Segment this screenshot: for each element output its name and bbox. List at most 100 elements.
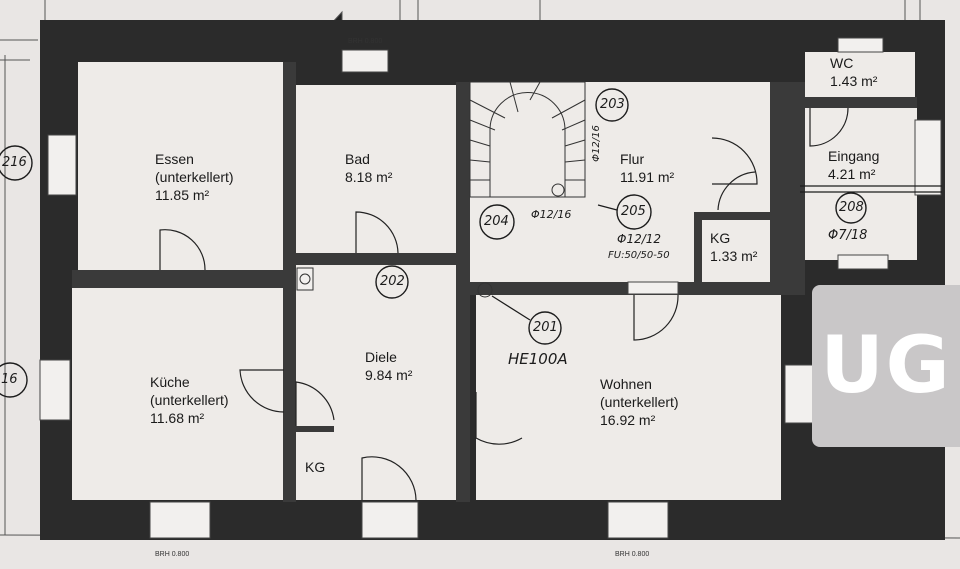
room-eingang-area: 4.21 m² <box>828 166 876 182</box>
door-eingang <box>809 107 849 147</box>
chimney-marker <box>296 267 314 291</box>
staircase <box>469 81 586 198</box>
window-eingang-bottom <box>837 254 889 270</box>
marker-205 <box>616 194 652 230</box>
door-wohnen-top <box>633 294 679 341</box>
door-diele <box>361 456 417 501</box>
pipe-marker <box>477 282 493 298</box>
window-bottom-kueche <box>149 501 211 539</box>
level-badge: UG <box>812 285 960 447</box>
annotation-diameter-12-16-vertical: Φ12/16 <box>590 125 602 162</box>
room-kg-left-label: KG <box>305 458 325 476</box>
room-kg-right-area: 1.33 m² <box>710 248 758 264</box>
window-top-wc <box>837 37 884 53</box>
marker-201 <box>528 311 562 345</box>
annotation-diameter-12-12: Φ12/12 <box>617 232 662 246</box>
annotation-205: 205 <box>621 204 646 219</box>
window-bottom-diele <box>361 501 419 539</box>
wall-right <box>770 82 805 295</box>
door-kg-left <box>295 381 335 426</box>
room-kueche-note: (unterkellert) <box>150 392 229 408</box>
annotation-diameter-7-18: Φ7/18 <box>828 228 868 243</box>
room-flur-name: Flur <box>620 151 645 167</box>
wall-kg-left-top <box>296 426 334 432</box>
room-kg-left-name: KG <box>305 459 326 475</box>
room-wc-label: WC 1.43 m² <box>830 54 877 90</box>
annotation-204: 204 <box>484 214 509 229</box>
room-bad-area: 8.18 m² <box>345 169 393 185</box>
room-essen-label: Essen (unterkellert) 11.85 m² <box>155 150 234 204</box>
marker-203 <box>595 88 629 122</box>
room-bad-label: Bad 8.18 m² <box>345 150 392 186</box>
room-eingang-floor <box>805 108 917 260</box>
wall-left-column <box>283 62 296 502</box>
annotation-diameter-12-16-stair: Φ12/16 <box>531 208 572 221</box>
room-kg-right-floor <box>702 220 770 282</box>
door-wohnen <box>475 392 523 445</box>
room-essen-floor <box>78 62 283 270</box>
room-wohnen-floor <box>476 295 781 500</box>
room-diele-label: Diele 9.84 m² <box>365 348 412 384</box>
leader-205 <box>597 204 618 211</box>
leader-201 <box>491 295 531 321</box>
marker-216 <box>0 145 33 181</box>
window-right-wohnen <box>784 364 816 424</box>
room-essen-area: 11.85 m² <box>155 187 210 203</box>
annotation-16: 16 <box>1 372 18 387</box>
door-flur-kg <box>711 137 758 185</box>
door-essen <box>159 229 206 271</box>
marker-202 <box>375 265 409 299</box>
brh-top-label: BRH 0.800 <box>348 38 383 45</box>
room-bad-floor <box>296 85 456 253</box>
room-kg-right-name: KG <box>710 230 731 246</box>
room-wohnen-area: 16.92 m² <box>600 412 656 428</box>
wall-bad-flur <box>456 82 470 502</box>
room-wohnen-label: Wohnen (unterkellert) 16.92 m² <box>600 375 679 429</box>
room-eingang-label: Eingang 4.21 m² <box>828 147 879 183</box>
wall-kg-box-left <box>694 212 702 282</box>
window-bottom-wohnen <box>607 501 669 539</box>
room-wc-floor <box>805 52 915 97</box>
annotation-201: 201 <box>533 320 558 335</box>
level-badge-label: UG <box>820 321 952 411</box>
brh-bottom-left-label: BRH 0.800 <box>155 551 190 558</box>
marker-16 <box>0 362 28 398</box>
room-eingang-name: Eingang <box>828 148 880 164</box>
window-eingang-right <box>914 119 942 196</box>
room-kg-left-floor <box>296 432 334 500</box>
annotation-202: 202 <box>380 274 405 289</box>
room-diele-area: 9.84 m² <box>365 367 413 383</box>
door-bad <box>355 211 399 254</box>
brh-bottom-right-label: BRH 0.800 <box>615 551 650 558</box>
room-wc-area: 1.43 m² <box>830 73 878 89</box>
room-wohnen-name: Wohnen <box>600 376 652 392</box>
door-kueche <box>239 369 285 413</box>
wall-essen-kueche <box>72 270 284 288</box>
annotation-he100a: HE100A <box>508 350 568 368</box>
room-wc-name: WC <box>830 55 854 71</box>
annotation-208: 208 <box>839 200 864 215</box>
room-flur-label: Flur 11.91 m² <box>620 150 674 186</box>
door-kg-right <box>717 171 756 211</box>
room-kg-right-label: KG 1.33 m² <box>710 229 757 265</box>
window-left-kueche <box>39 359 71 421</box>
wall-flur-wohnen <box>470 282 780 295</box>
window-top-bad <box>341 49 389 73</box>
room-wohnen-note: (unterkellert) <box>600 394 679 410</box>
annotation-203: 203 <box>600 97 625 112</box>
room-essen-name: Essen <box>155 151 194 167</box>
room-diele-name: Diele <box>365 349 397 365</box>
room-kueche-name: Küche <box>150 374 190 390</box>
wall-wc-eingang <box>805 97 917 108</box>
wall-kg-box <box>694 212 770 220</box>
annotation-216: 216 <box>2 155 27 170</box>
window-flur-top <box>627 281 679 295</box>
room-kueche-area: 11.68 m² <box>150 410 205 426</box>
room-essen-note: (unterkellert) <box>155 169 234 185</box>
annotation-fu: FU:50/50-50 <box>608 250 670 261</box>
room-bad-name: Bad <box>345 151 370 167</box>
room-flur-area: 11.91 m² <box>620 169 675 185</box>
wall-bad-diele <box>296 253 461 265</box>
window-left-essen <box>47 134 77 196</box>
